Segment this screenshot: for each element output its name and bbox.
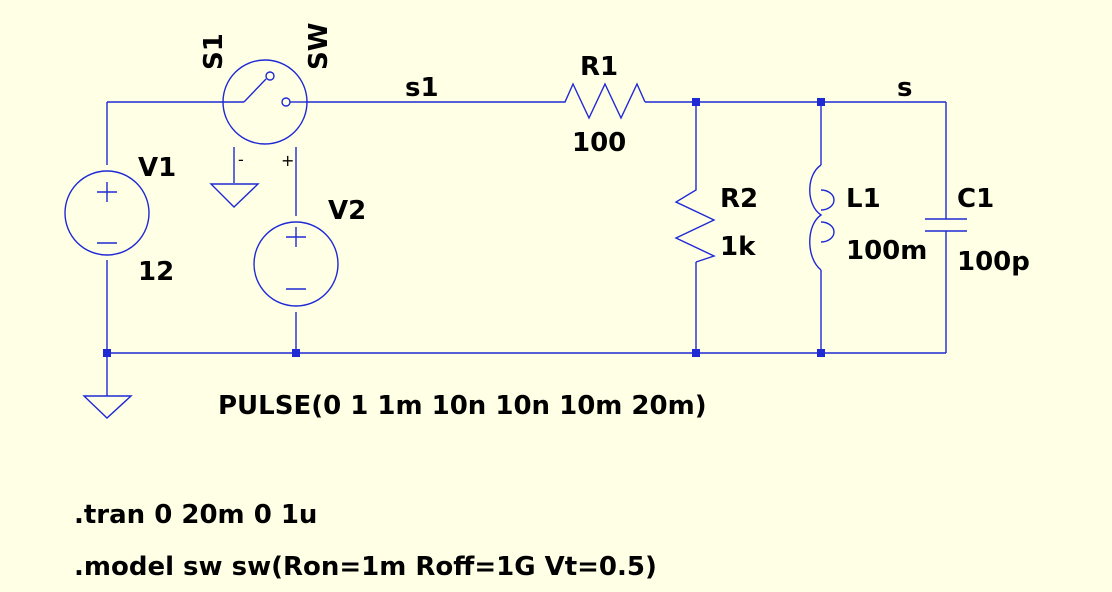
resistor-icon	[674, 180, 716, 263]
junctions	[103, 98, 825, 357]
ground-icon	[209, 183, 260, 208]
junction-dot	[692, 349, 700, 357]
switch-contact-icon	[265, 71, 275, 81]
s1-name-label: S1	[199, 33, 229, 70]
switch-minus-label: -	[238, 150, 244, 169]
c1-value-label: 100p	[957, 247, 1030, 277]
net-label-s: s	[897, 73, 912, 103]
junction-dot	[103, 349, 111, 357]
ground-symbol-switch	[209, 183, 260, 208]
r1-value-label: 100	[572, 128, 626, 158]
wires	[106, 101, 947, 396]
inductor-coil-icon	[820, 221, 835, 243]
resistor-r2[interactable]: R2 1k	[674, 180, 758, 263]
voltage-source-v2[interactable]: V2 PULSE(0 1 1m 10n 10n 10m 20m)	[218, 196, 707, 421]
switch-s1[interactable]: - + S1 SW	[199, 23, 334, 170]
inductor-l1[interactable]: L1 100m	[809, 164, 928, 271]
resistor-r1[interactable]: R1 100	[555, 52, 646, 158]
voltage-source-v1[interactable]: V1 12	[64, 153, 176, 287]
junction-dot	[817, 349, 825, 357]
tran-directive[interactable]: .tran 0 20m 0 1u	[74, 500, 317, 530]
switch-contact-icon	[281, 97, 291, 107]
junction-dot	[292, 349, 300, 357]
switch-icon	[222, 59, 308, 145]
switch-plus-label: +	[281, 151, 294, 170]
l1-value-label: 100m	[846, 236, 927, 266]
voltage-source-icon	[64, 170, 150, 256]
junction-dot	[817, 98, 825, 106]
v1-name-label: V1	[138, 153, 176, 183]
l1-name-label: L1	[846, 184, 881, 214]
junction-dot	[692, 98, 700, 106]
capacitor-c1[interactable]: C1 100p	[925, 184, 1030, 277]
ground-icon	[82, 395, 133, 419]
s1-model-label: SW	[304, 23, 334, 70]
v2-name-label: V2	[328, 196, 366, 226]
switch-arm-icon	[243, 78, 267, 103]
r1-name-label: R1	[580, 52, 618, 82]
ground-symbol-main	[82, 395, 133, 419]
resistor-icon	[555, 82, 646, 120]
inductor-coil-icon	[820, 189, 835, 211]
inductor-icon	[809, 164, 823, 271]
v1-value-label: 12	[138, 257, 174, 287]
net-label-s1: s1	[405, 73, 439, 103]
v2-value-label: PULSE(0 1 1m 10n 10n 10m 20m)	[218, 391, 707, 421]
r2-name-label: R2	[720, 184, 758, 214]
c1-name-label: C1	[957, 184, 994, 214]
voltage-source-icon	[253, 221, 339, 307]
model-directive[interactable]: .model sw sw(Ron=1m Roff=1G Vt=0.5)	[74, 552, 657, 582]
r2-value-label: 1k	[720, 232, 756, 262]
